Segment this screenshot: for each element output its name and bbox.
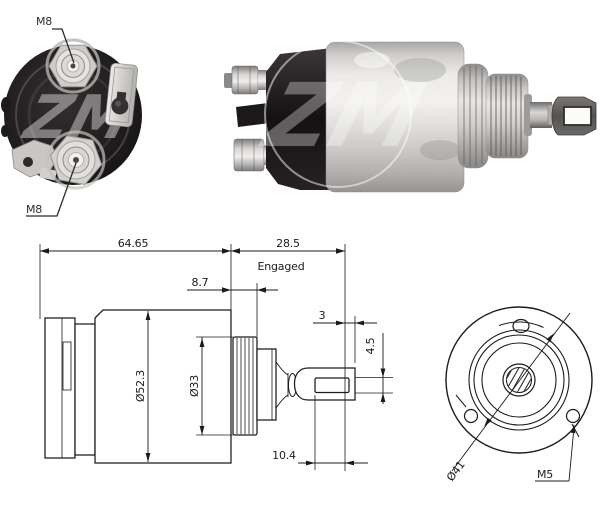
terminal-stud-top xyxy=(45,38,101,94)
dimension-drawing: 64.65 28.5 Engaged 8.7 Ø52.3 Ø33 3 4.5 1… xyxy=(39,237,393,471)
terminal-callouts: M8 M8 xyxy=(26,15,77,217)
engaged-label: Engaged xyxy=(258,260,305,273)
solenoid-outline xyxy=(44,309,356,464)
dimension-arrows xyxy=(40,248,386,466)
leader-line-top xyxy=(52,28,75,64)
front-collar xyxy=(457,63,489,169)
dim-body-diameter: Ø52.3 xyxy=(134,370,147,402)
dim-stud-thread: M5 xyxy=(537,468,553,481)
dim-front-diameter: Ø33 xyxy=(188,375,201,397)
dim-slot-depth: 10.4 xyxy=(272,449,296,462)
side-view-photo: ZM xyxy=(224,40,597,193)
dim-front-length: 8.7 xyxy=(192,276,209,289)
dim-engaged-length: 28.5 xyxy=(276,237,300,250)
ribbed-drum xyxy=(485,73,529,159)
solenoid-cap xyxy=(266,48,332,190)
zm-watermark: ZM xyxy=(251,40,435,188)
mounting-holes xyxy=(455,318,581,438)
rear-view-photo: ZM xyxy=(1,15,142,217)
face-circles xyxy=(445,306,593,454)
terminal-label-m8-top: M8 xyxy=(36,15,52,28)
dim-tip-clearance: 3 xyxy=(319,309,326,322)
thread-callout: M5 xyxy=(535,424,576,482)
terminal-stud-bottom xyxy=(46,130,106,190)
dim-bolt-circle: Ø41 xyxy=(444,458,468,483)
plunger-fork xyxy=(524,94,597,136)
front-face-view: Ø41 M5 xyxy=(444,306,593,484)
terminal-label-m8-bottom: M8 xyxy=(26,203,42,216)
spade-terminal xyxy=(236,103,270,127)
dim-slot-width: 4.5 xyxy=(364,337,377,354)
dim-total-length: 64.65 xyxy=(118,237,149,250)
extension-lines xyxy=(39,244,393,471)
dimension-labels: 64.65 28.5 Engaged 8.7 Ø52.3 Ø33 3 4.5 1… xyxy=(118,237,377,462)
connector-tab xyxy=(104,62,139,128)
watermark-text: ZM xyxy=(251,66,434,168)
leader-line-bottom xyxy=(26,162,77,217)
solenoid-body xyxy=(325,41,465,193)
